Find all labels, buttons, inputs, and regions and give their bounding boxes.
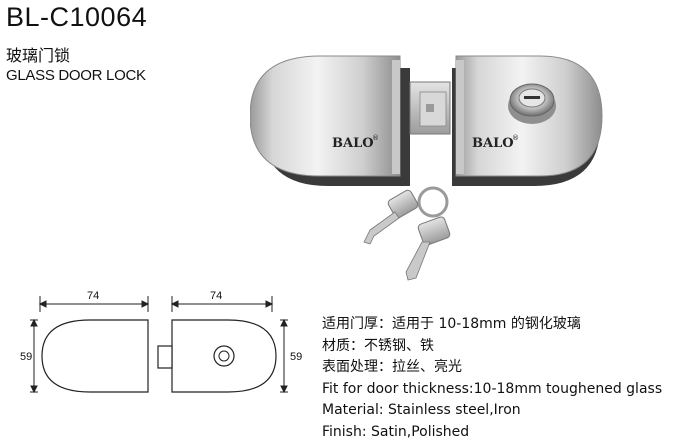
spec-finish-en: Finish: Satin,Polished [322,422,662,443]
spec-material-en: Material: Stainless steel,Iron [322,400,662,422]
brand-logo-left: BALO [332,136,374,151]
product-title-en: GLASS DOOR LOCK [6,67,146,84]
spec-list: 适用门厚：适用于 10-18mm 的钢化玻璃 材质：不锈钢、铁 表面处理：拉丝、… [322,314,662,443]
spec-door-thickness-cn: 适用门厚：适用于 10-18mm 的钢化玻璃 [322,314,662,336]
product-title-cn: 玻璃门锁 [6,42,70,66]
right-height-dimension: 59 [290,351,302,363]
dimension-drawing: 74 59 74 59 [20,286,310,406]
spec-finish-cn: 表面处理：拉丝、亮光 [322,357,662,379]
left-width-dimension: 74 [87,290,99,302]
keyhole-icon [524,96,540,99]
key-icon [364,189,419,244]
brand-logo-right: BALO [472,136,514,151]
keys [364,188,451,280]
brand-registered-mark-left: ® [372,134,379,142]
strike-body: BALO ® [250,56,410,186]
model-number: BL-C10064 [6,2,147,33]
right-width-dimension: 74 [210,290,222,302]
key-ring [419,188,447,216]
brand-registered-mark-right: ® [512,134,519,142]
spec-material-cn: 材质：不锈钢、铁 [322,336,662,358]
latch-bolt [410,82,450,134]
spec-door-thickness-en: Fit for door thickness:10-18mm toughened… [322,379,662,401]
key-icon-2 [406,216,451,280]
lock-body: BALO ® [452,56,602,186]
lock-product-photo: BALO ® BALO ® [250,52,610,292]
left-height-dimension: 59 [20,351,32,363]
